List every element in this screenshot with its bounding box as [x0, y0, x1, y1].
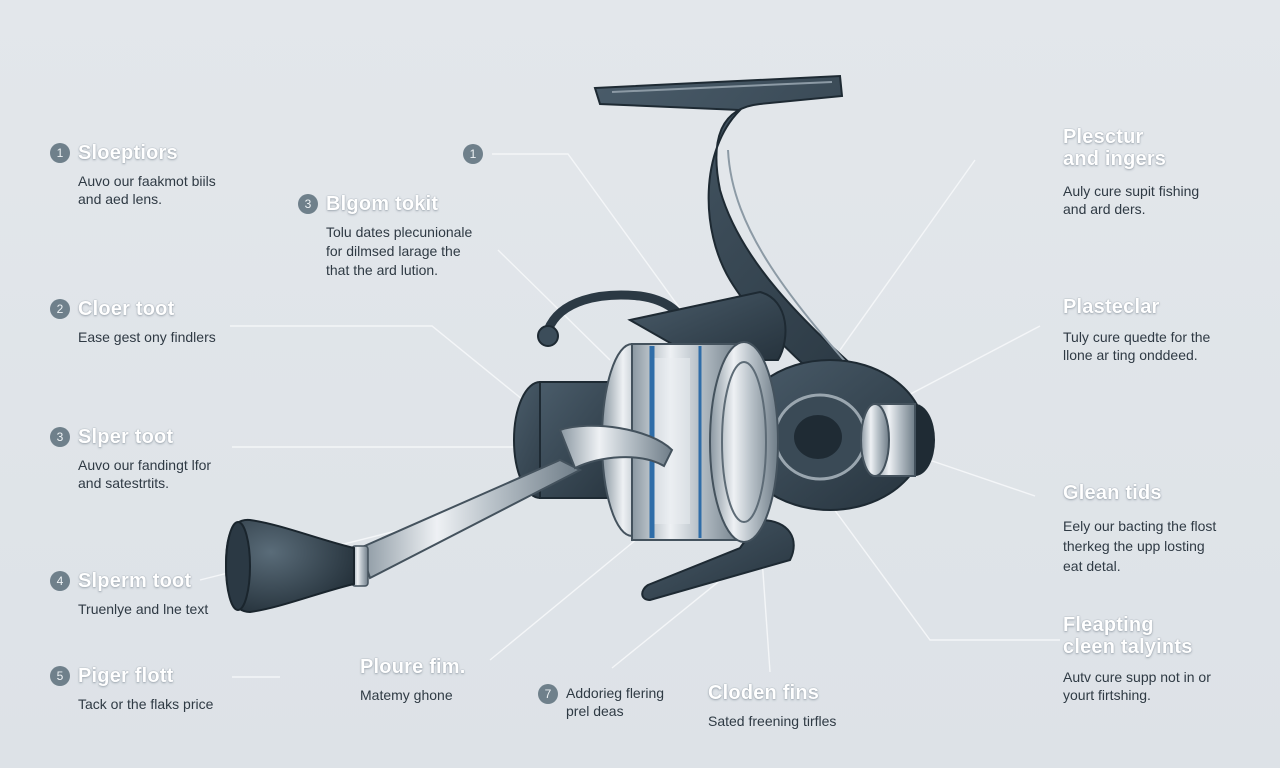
callout-title: Sloeptiors [78, 142, 178, 164]
callout-line: eat detal. [1063, 558, 1121, 574]
callout-title: Blgom tokit [326, 193, 439, 215]
callout-line: Tuly cure quedte for the [1063, 329, 1211, 345]
callout-line: yourt firtshing. [1063, 687, 1151, 703]
callout-line: Auvo our faakmot biils [78, 173, 216, 189]
callout-title: Slper toot [78, 426, 174, 448]
callout-title: Fleapting cleen talyints [1063, 614, 1193, 658]
callout-glean-tids: Glean tids Eely our bacting the flost th… [1063, 482, 1216, 576]
line-roller [860, 403, 935, 477]
callout-line: for dilmsed larage the [326, 243, 461, 259]
callout-cloer-toot: 2 Cloer toot Ease gest ony findlers [50, 298, 216, 346]
callout-line: and ard ders. [1063, 201, 1146, 217]
callout-addorieg: 7 Addorieg flering prel deas [538, 684, 664, 720]
callout-line: Addorieg flering [566, 685, 665, 701]
callout-line: Tolu dates plecunionale [326, 224, 473, 240]
callout-line: Sated freening tirfles [708, 713, 837, 729]
reel-handle [224, 424, 674, 614]
callout-plastеclar: Plasteclar Tuly cure quedte for the llon… [1063, 296, 1210, 364]
leader-line-11 [839, 159, 976, 351]
callout-line: and aed lens. [78, 191, 163, 207]
leader-line-top [492, 153, 711, 351]
badge-3b: 3 [298, 194, 318, 214]
callout-title: Plesсtur and ingers [1063, 126, 1167, 170]
callout-ploure-fim: Ploure fim. Matemy ghone [360, 656, 466, 704]
callout-title: Cloer toot [78, 298, 175, 320]
callout-title: Plasteclar [1063, 296, 1160, 318]
callout-line: prel deas [566, 703, 624, 719]
leader-line-8 [489, 519, 661, 661]
badge-3: 3 [50, 427, 70, 447]
callout-line: Ease gest ony findlers [78, 329, 216, 345]
badge-2: 2 [50, 299, 70, 319]
callout-title: Cloden fins [708, 682, 820, 704]
callout-slperm-toot: 4 Slperm toot Truenlye and lne text [50, 570, 208, 618]
callout-blgom-tokit: 3 Blgom tokit Tolu dates plecunionale fo… [298, 193, 472, 280]
callout-slper-toot: 3 Slper toot Auvo our fandingt lfor and … [50, 426, 211, 492]
callout-line: therkeg the upp losting [1063, 538, 1205, 554]
callout-cloden-fins: Cloden fins Sated freening tirfles [708, 682, 836, 730]
callout-title: Ploure fim. [360, 656, 466, 678]
callout-title: Slperm toot [78, 570, 192, 592]
callout-line: that the ard lution. [326, 262, 439, 278]
callout-title: Glean tids [1063, 482, 1162, 504]
callout-piger-flott: 5 Piger flott Tack or the flaks price [50, 665, 213, 713]
badge-1: 1 [50, 143, 70, 163]
callout-line: Truenlye and lne text [78, 601, 209, 617]
callout-line: Eely our bacting the flost [1063, 518, 1217, 534]
badge-7: 7 [538, 684, 558, 704]
callout-line: Matemy ghone [360, 687, 453, 703]
callout-line: and satestrtits. [78, 475, 170, 491]
callout-line: Tack or the flaks price [78, 696, 214, 712]
callout-plesctur: Plesсtur and ingers Auly cure supit fish… [1063, 126, 1199, 218]
badge-4: 4 [50, 571, 70, 591]
callout-title: Piger flott [78, 665, 174, 687]
leader-line-2 [230, 325, 561, 431]
leader-line-6 [497, 249, 611, 361]
callout-line: llone ar ting onddeed. [1063, 347, 1198, 363]
callout-line: Auvo our fandingt lfor [78, 457, 212, 473]
callout-sloeptiors: 1 Sloeptiors Auvo our faakmot biils and … [50, 142, 216, 208]
badge-5: 5 [50, 666, 70, 686]
callout-line: Autv cure supp not in or [1063, 669, 1211, 685]
callout-fleapting: Fleapting cleen talyints Autv cure supp … [1063, 614, 1211, 704]
badge-1b: 1 [463, 144, 483, 164]
callout-top-badge: 1 [463, 144, 483, 164]
callout-line: Auly cure supit fishing [1063, 183, 1200, 199]
leader-line-14 [819, 489, 1060, 641]
